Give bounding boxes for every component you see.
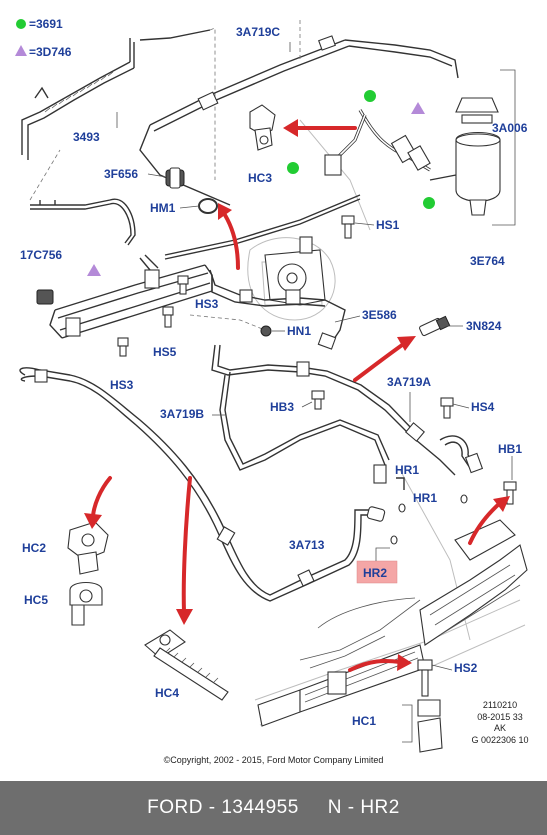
power-steering-hose-diagram: =3691 =3D746 3493: [15, 17, 528, 753]
label-hs3-upper: HS3: [195, 297, 219, 311]
label-hc5: HC5: [24, 593, 48, 607]
label-3a006: 3A006: [492, 121, 528, 135]
label-hs2: HS2: [454, 661, 478, 675]
part-pump: [264, 236, 326, 306]
part-3493-cooler: [21, 27, 216, 201]
label-hc4: HC4: [155, 686, 179, 700]
label-hb1: HB1: [498, 442, 522, 456]
part-reservoir: [429, 69, 516, 226]
part-hs2-bolt: [417, 659, 433, 697]
legend-circle-icon: [16, 19, 26, 29]
label-hs1: HS1: [376, 218, 400, 232]
label-hs3-lower: HS3: [110, 378, 134, 392]
stamp-line-1: 2110210: [482, 700, 518, 710]
label-3493: 3493: [73, 130, 100, 144]
footer-part-number: FORD - 1344955 N - HR2: [147, 797, 400, 818]
part-hn1-fitting: [317, 332, 337, 350]
part-hm1-oring: [198, 198, 218, 214]
part-hc4-tie: [144, 629, 229, 701]
label-3a719a: 3A719A: [387, 375, 431, 389]
callout-arrows: [84, 119, 510, 672]
part-hs3-upper: [177, 275, 189, 295]
drawing-stamp: 2110210 08-2015 33 AK G 0022306 10: [460, 700, 540, 746]
label-3e764: 3E764: [470, 254, 505, 268]
part-17c756: [36, 264, 101, 305]
part-hc3-clip: [249, 104, 276, 151]
part-3f656: [165, 167, 185, 189]
label-hr1-upper: HR1: [395, 463, 419, 477]
part-hs3-lower: [117, 337, 129, 357]
part-hs1-bolt: [341, 215, 355, 239]
label-hs5: HS5: [153, 345, 177, 359]
label-17c756: 17C756: [20, 248, 62, 262]
label-3n824: 3N824: [466, 319, 502, 333]
footer-bar: FORD - 1344955 N - HR2: [0, 781, 547, 835]
stamp-line-2: 08-2015 33: [477, 711, 523, 722]
stamp-line-4: G 0022306 10: [471, 734, 529, 745]
label-hc3: HC3: [248, 171, 272, 185]
label-hc1: HC1: [352, 714, 376, 728]
copyright-notice: ©Copyright, 2002 - 2015, Ford Motor Comp…: [163, 755, 384, 765]
part-reservoir-hose: [287, 90, 435, 209]
label-hs4: HS4: [471, 400, 495, 414]
legend-3691: =3691: [29, 17, 63, 31]
part-hc2-clip: [67, 521, 109, 575]
label-3a719b: 3A719B: [160, 407, 204, 421]
part-hc1-bushing: [402, 699, 443, 753]
part-cooler-lines: [49, 254, 213, 339]
part-3a719a-hose: [211, 344, 484, 476]
legend-3d746: =3D746: [29, 45, 72, 59]
label-3a719c: 3A719C: [236, 25, 280, 39]
label-hr1-lower: HR1: [413, 491, 437, 505]
label-hm1: HM1: [150, 201, 176, 215]
part-hr1-seals: [373, 464, 468, 513]
label-hn1: HN1: [287, 324, 311, 338]
label-hb3: HB3: [270, 400, 294, 414]
part-hr2-highlight: [356, 547, 398, 584]
label-3f656: 3F656: [104, 167, 138, 181]
part-hs4: [440, 397, 454, 419]
part-3a719c-pipe: [139, 20, 459, 206]
legend: =3691 =3D746: [15, 17, 72, 59]
label-3e586: 3E586: [362, 308, 397, 322]
part-hs5: [162, 306, 174, 328]
part-hb3-bolt: [311, 390, 325, 410]
part-return-pipe: [30, 194, 361, 260]
leader-lines: [116, 42, 513, 671]
part-3a713-hose: [19, 367, 398, 602]
stamp-line-3: AK: [493, 723, 506, 733]
part-hc5-clip: [69, 581, 103, 626]
legend-triangle-icon: [15, 45, 27, 56]
label-3a713: 3A713: [289, 538, 325, 552]
part-hn1-nut: [260, 325, 272, 337]
label-hr2: HR2: [363, 566, 387, 580]
part-3e586-hose: [189, 269, 346, 346]
label-hc2: HC2: [22, 541, 46, 555]
